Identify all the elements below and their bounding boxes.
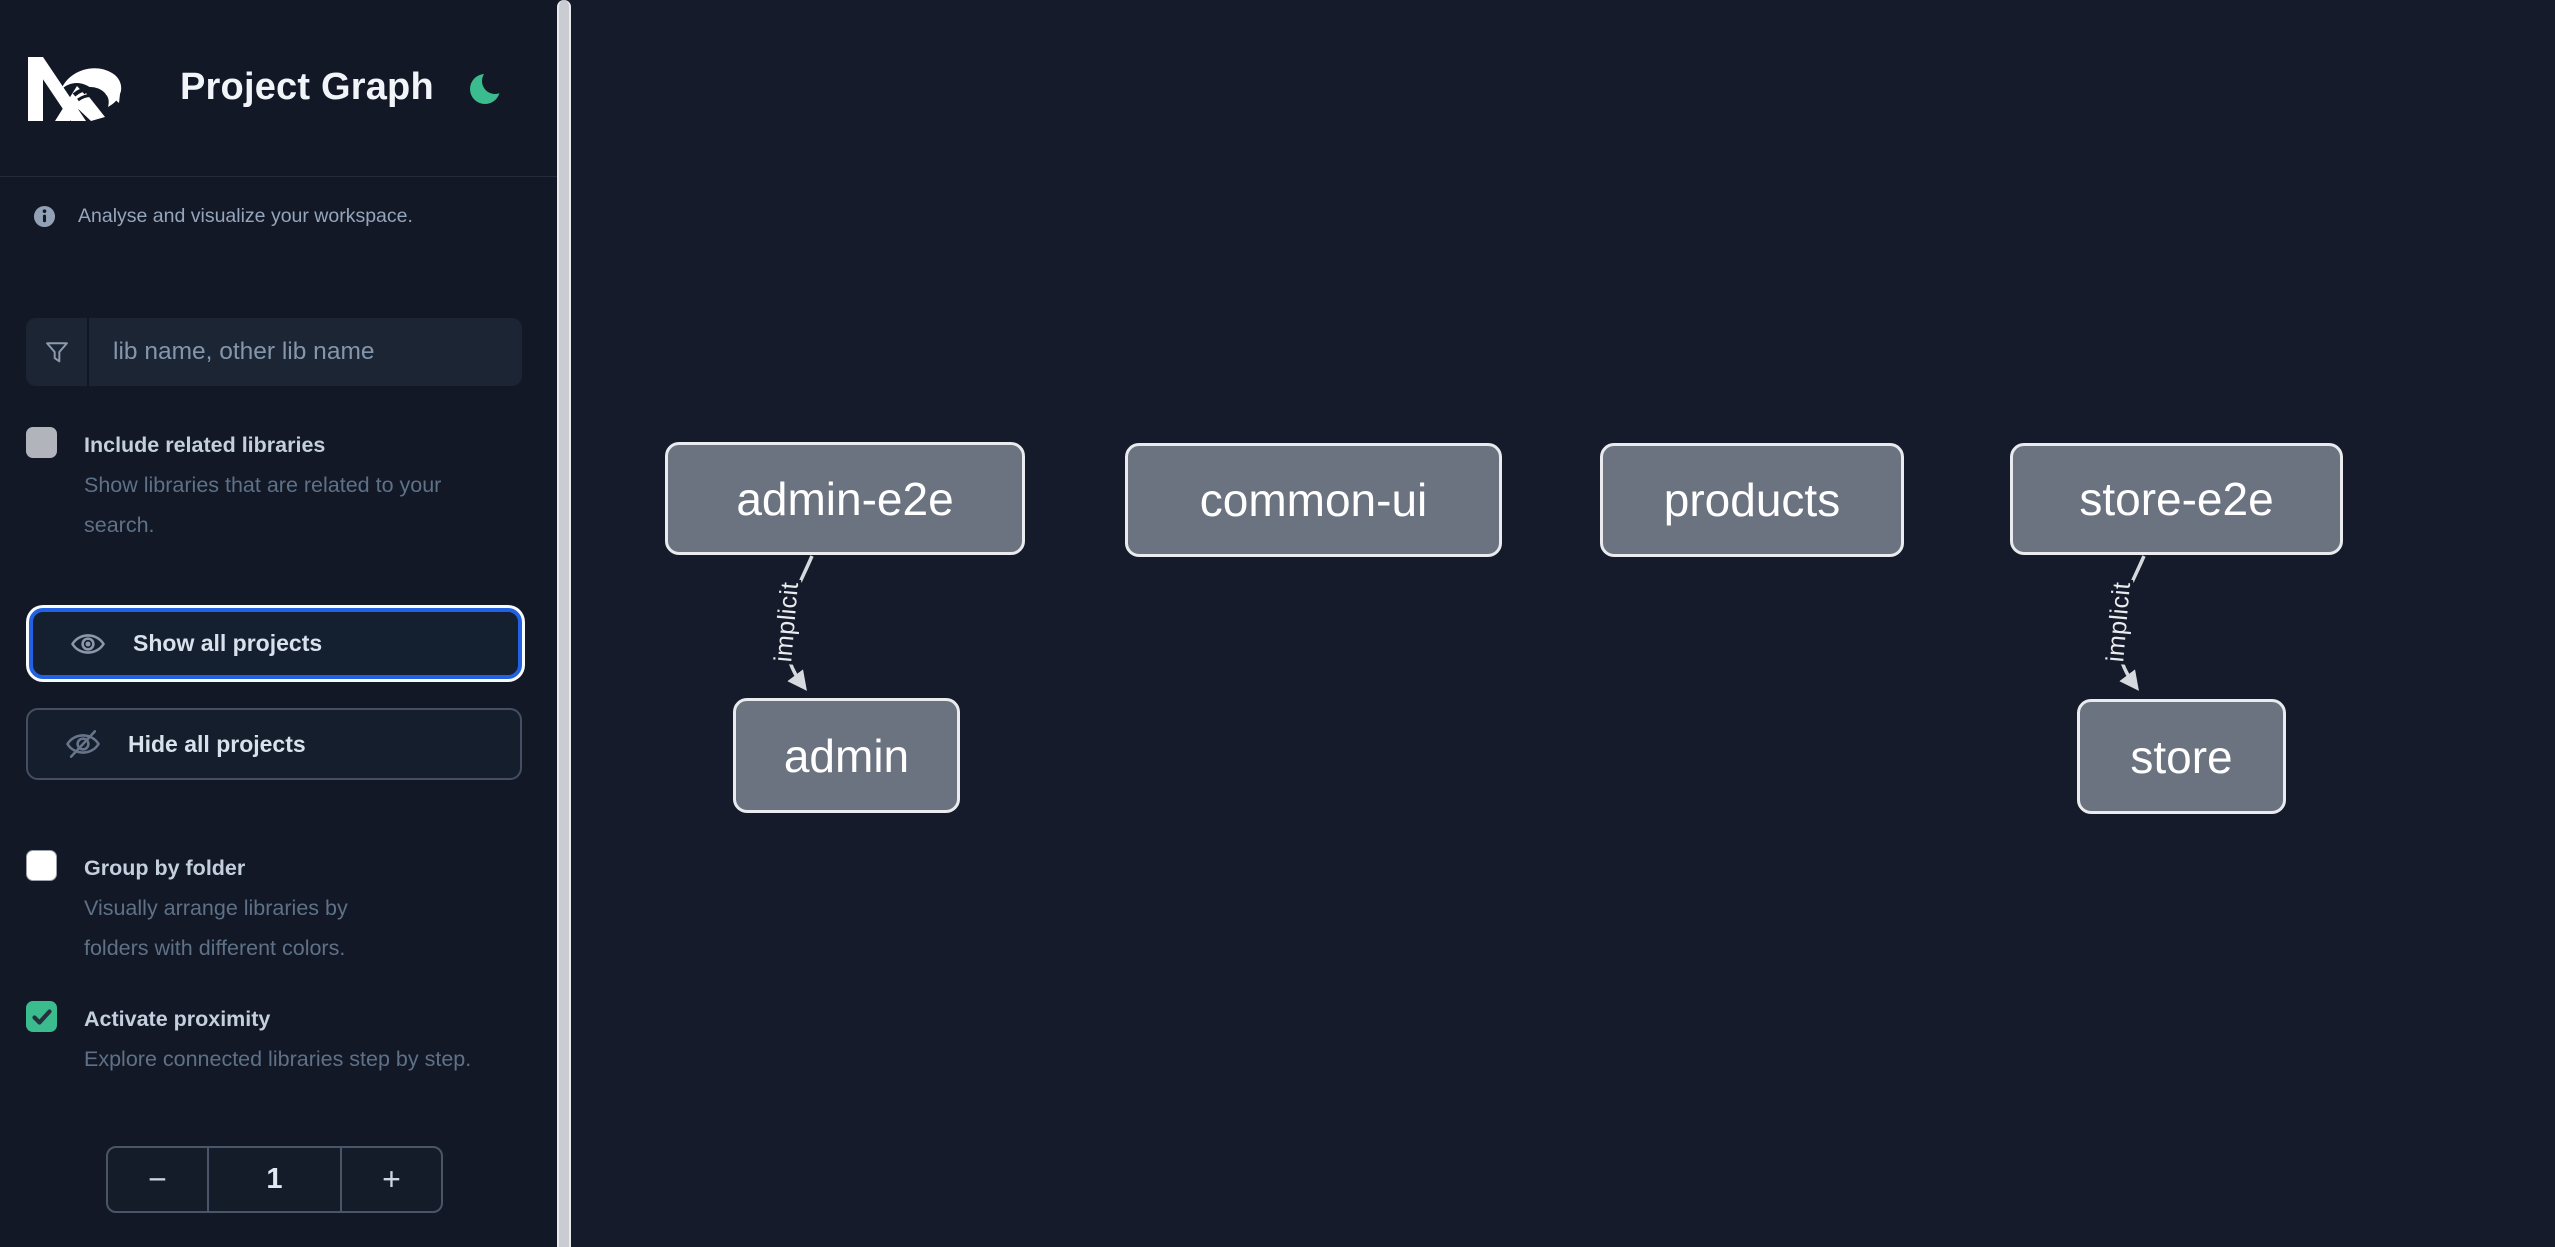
sidebar-header: Project Graph [0,0,557,177]
filter-box [26,318,522,386]
edge-store-e2e-to-store [2115,555,2146,691]
option-group-by-folder: Group by folder Visually arrange librari… [26,848,526,968]
edge-label: implicit [2101,581,2136,664]
hide-all-projects-button[interactable]: Hide all projects [26,708,522,780]
funnel-icon [45,342,68,363]
checkbox-label[interactable]: Include related libraries [84,433,326,457]
graph-node-store[interactable]: store [2077,699,2286,814]
graph-canvas[interactable]: implicit implicit admin-e2e common-ui produ… [571,0,2555,1247]
graph-edges: implicit implicit [766,555,2146,691]
tagline-text: Analyse and visualize your workspace. [78,205,413,227]
edge-label: implicit [769,581,804,664]
checkbox-description: Show libraries that are related to your … [84,473,442,537]
checkmark-icon [31,1008,52,1025]
sidebar: Project Graph Analyse and visualize your… [0,0,557,1247]
graph-node-common-ui[interactable]: common-ui [1125,443,1502,557]
decrement-button[interactable]: − [148,1161,167,1197]
checkbox-description: Explore connected libraries step by step… [84,1047,472,1071]
eye-icon [71,633,105,654]
checkbox-label[interactable]: Group by folder [84,856,246,880]
tagline-row: Analyse and visualize your workspace. [33,205,533,228]
option-activate-proximity: Activate proximity Explore connected lib… [26,999,526,1079]
increment-button[interactable]: + [382,1161,401,1197]
filter-icon-cell [26,318,89,386]
page-title: Project Graph [180,66,434,108]
checkbox-label[interactable]: Activate proximity [84,1007,271,1031]
show-all-projects-button[interactable]: Show all projects [29,608,522,679]
graph-node-products[interactable]: products [1600,443,1904,557]
checkbox-include-related[interactable] [26,427,57,458]
info-icon [33,205,56,228]
checkbox-description: Visually arrange libraries by folders wi… [84,896,348,960]
checkbox-group-by-folder[interactable] [26,850,57,881]
nx-logo-icon [28,57,122,121]
show-all-projects-label: Show all projects [133,630,323,656]
option-include-related-libraries: Include related libraries Show libraries… [26,425,526,545]
filter-input[interactable] [89,318,522,386]
panel-resize-handle[interactable] [557,0,571,1247]
eye-off-icon [66,730,100,758]
theme-toggle-moon-icon[interactable] [468,70,504,106]
hide-all-projects-label: Hide all projects [128,730,306,757]
checkbox-activate-proximity[interactable] [26,1001,57,1032]
proximity-depth-stepper: − 1 + [106,1146,443,1213]
graph-node-store-e2e[interactable]: store-e2e [2010,443,2343,555]
graph-node-admin-e2e[interactable]: admin-e2e [665,442,1025,555]
stepper-value: 1 [207,1148,342,1211]
graph-node-admin[interactable]: admin [733,698,960,813]
edge-admin-e2e-to-admin [783,555,814,691]
